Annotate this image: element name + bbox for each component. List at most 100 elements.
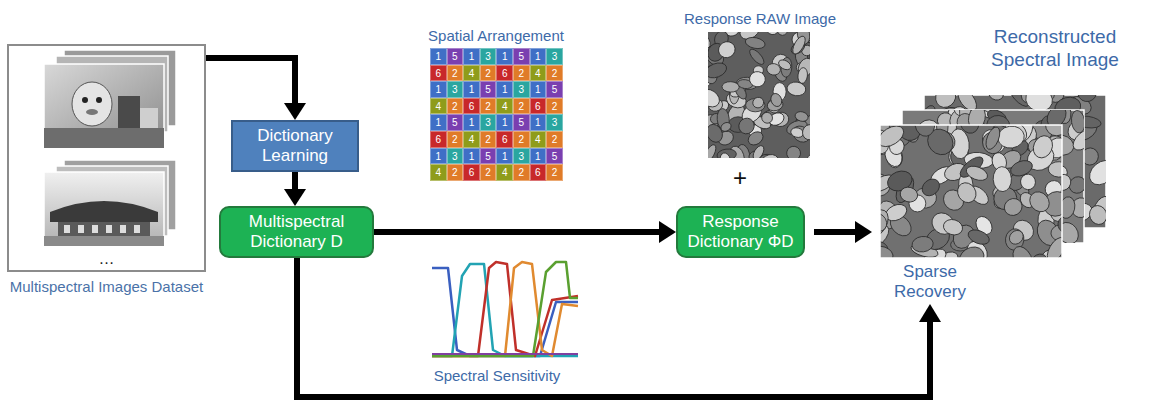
stone-shape — [986, 95, 1006, 103]
filter-cell: 2 — [447, 164, 464, 181]
raw-image-ground — [708, 32, 810, 158]
filter-cell: 2 — [513, 131, 530, 148]
stone-shape — [797, 67, 808, 84]
stone-shape — [1030, 252, 1049, 258]
stone-shape — [722, 81, 740, 92]
stone-shape — [710, 32, 728, 33]
step-label: Sparse Recovery — [890, 262, 970, 303]
spectral-curves — [432, 262, 578, 356]
filter-cell: 6 — [530, 164, 547, 181]
stone-shape — [1044, 235, 1062, 258]
section-title: Response RAW Image — [660, 10, 860, 28]
stone-shape — [719, 121, 732, 133]
filter-cell: 5 — [546, 148, 563, 165]
arrow-head — [284, 189, 306, 206]
filter-cell: 4 — [530, 65, 547, 82]
reconstructed-texture — [880, 125, 1062, 258]
filter-cell: 3 — [513, 81, 530, 98]
filter-cell: 4 — [496, 98, 513, 115]
section-title: Spatial Arrangement — [396, 27, 596, 45]
ellipsis-text: … — [9, 250, 204, 268]
filter-cell: 5 — [480, 148, 497, 165]
filter-cell: 4 — [530, 131, 547, 148]
dictionary-box: Response Dictionary ΦD — [676, 206, 805, 258]
box-label: Multispectral Dictionary D — [227, 212, 366, 253]
reconstructed-frame — [880, 125, 1062, 258]
filter-cell: 5 — [447, 48, 464, 65]
stone-shape — [736, 115, 757, 136]
filter-cell: 2 — [480, 164, 497, 181]
filter-cell: 5 — [447, 114, 464, 131]
stone-shape — [942, 217, 965, 237]
stone-shape — [880, 125, 907, 151]
stone-shape — [708, 102, 710, 117]
filter-cell: 1 — [496, 48, 513, 65]
filter-cell: 2 — [513, 164, 530, 181]
stone-shape — [786, 81, 806, 97]
stone-shape — [1008, 158, 1034, 179]
stone-shape — [805, 152, 810, 158]
section-title: Spectral Sensitivity — [397, 367, 597, 385]
dictionary-feed-line — [297, 258, 930, 397]
stone-shape — [966, 227, 991, 247]
stone-shape — [719, 152, 732, 158]
filter-cell: 3 — [513, 148, 530, 165]
filter-cell: 6 — [463, 98, 480, 115]
filter-cell: 4 — [496, 164, 513, 181]
stone-shape — [744, 36, 766, 51]
filter-cell: 2 — [546, 65, 563, 82]
stone-shape — [708, 86, 723, 111]
filter-cell: 3 — [546, 48, 563, 65]
filter-cell: 2 — [513, 98, 530, 115]
flow-line — [292, 172, 298, 190]
stone-shape — [964, 163, 989, 183]
filter-cell: 6 — [496, 131, 513, 148]
filter-cell: 4 — [430, 164, 447, 181]
filter-cell: 1 — [430, 81, 447, 98]
filter-cell: 6 — [430, 131, 447, 148]
filter-cell: 6 — [463, 164, 480, 181]
filter-cell: 4 — [430, 98, 447, 115]
filter-cell: 2 — [546, 131, 563, 148]
stone-shape — [1087, 203, 1106, 227]
filter-cell: 5 — [480, 81, 497, 98]
raw-image-texture — [708, 32, 810, 158]
filter-cell: 2 — [546, 164, 563, 181]
stone-shape — [996, 125, 1025, 150]
filter-cell: 1 — [463, 114, 480, 131]
stone-shape — [747, 47, 766, 67]
stone-shape — [1007, 228, 1026, 247]
filter-cell: 3 — [447, 148, 464, 165]
filter-cell: 1 — [530, 114, 547, 131]
stone-shape — [955, 242, 988, 258]
stone-shape — [769, 92, 784, 108]
stone-shape — [1026, 188, 1053, 216]
filter-cell: 4 — [463, 65, 480, 82]
box-label: Dictionary Learning — [239, 126, 351, 167]
stone-shape — [801, 123, 810, 142]
stone-shape — [784, 144, 803, 158]
stone-shape — [716, 39, 738, 61]
filter-cell: 3 — [546, 114, 563, 131]
stone-shape — [919, 176, 943, 200]
stone-shape — [762, 32, 781, 37]
filter-cell: 4 — [463, 131, 480, 148]
output-title: Reconstructed Spectral Image — [968, 26, 1143, 72]
flow-arrow — [206, 58, 306, 120]
stone-shape — [898, 185, 919, 204]
filter-cell: 2 — [480, 131, 497, 148]
filter-cell: 5 — [546, 81, 563, 98]
stone-shape — [983, 125, 1002, 151]
stone-shape — [708, 60, 729, 81]
filter-cell: 3 — [480, 48, 497, 65]
filter-cell: 3 — [447, 81, 464, 98]
stone-shape — [759, 110, 774, 125]
arrow-head — [659, 221, 676, 243]
filter-cell: 1 — [430, 114, 447, 131]
filter-cell: 1 — [496, 148, 513, 165]
flow-arrow — [374, 221, 676, 243]
